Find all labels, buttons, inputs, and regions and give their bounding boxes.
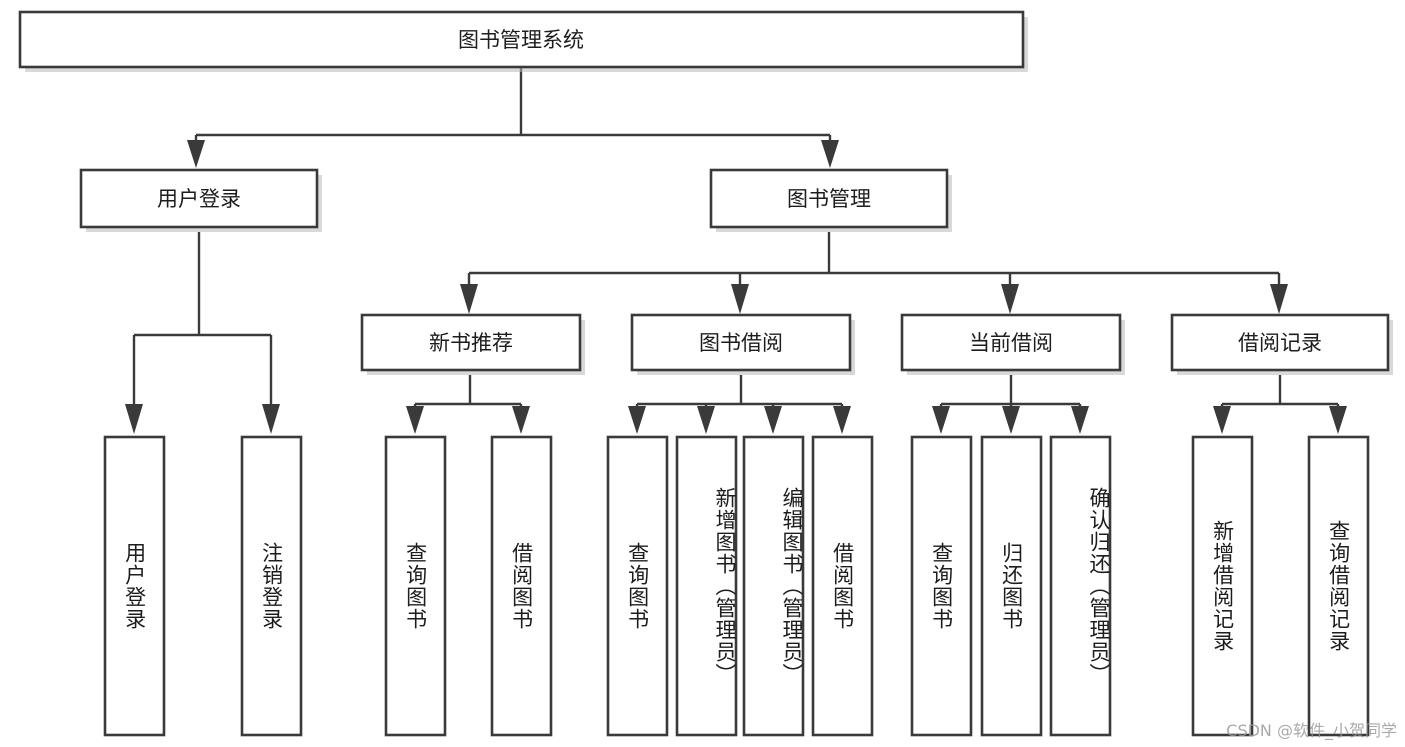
arrow-head-leaf-return-book xyxy=(1002,406,1020,434)
leaf-box-confirm-return[interactable] xyxy=(1049,435,1112,737)
node-book-manage-box[interactable] xyxy=(709,168,949,229)
connector-layer xyxy=(125,67,1347,434)
node-borrow-record[interactable]: 借阅记录 xyxy=(1170,313,1393,375)
leaf-box-query-book-3[interactable] xyxy=(910,435,973,737)
node-book-borrow-box[interactable] xyxy=(630,313,852,372)
arrow-head-leaf-borrow-book-2 xyxy=(833,406,851,434)
node-user-login-label: 用户登录 xyxy=(157,187,241,211)
node-user-login[interactable]: 用户登录 xyxy=(79,168,322,232)
arrow-head-leaf-borrow-book-1 xyxy=(512,406,530,434)
node-root-box[interactable] xyxy=(18,10,1025,69)
leaf-box-query-book-2[interactable] xyxy=(606,435,669,737)
arrow-head-borrow-record xyxy=(1270,284,1288,314)
csdn-watermark: CSDN @软件_小贺同学 xyxy=(1226,721,1397,740)
arrow-head-user-login xyxy=(187,140,205,168)
arrow-head-leaf-add-record xyxy=(1213,406,1231,434)
arrow-head-leaf-logout xyxy=(262,404,280,434)
arrow-head-book-manage xyxy=(821,140,839,168)
node-current-borrow-box[interactable] xyxy=(900,313,1122,372)
node-book-borrow-label: 图书借阅 xyxy=(699,331,783,355)
leaf-box-edit-book[interactable] xyxy=(742,435,805,737)
node-root[interactable]: 图书管理系统 xyxy=(18,10,1028,72)
arrow-head-leaf-confirm-return xyxy=(1071,406,1089,434)
arrow-head-leaf-query-book-2 xyxy=(628,406,646,434)
node-book-manage[interactable]: 图书管理 xyxy=(709,168,952,232)
arrow-head-leaf-query-book-3 xyxy=(932,406,950,434)
leaf-box-add-record[interactable] xyxy=(1191,435,1254,737)
node-new-book-recommend-box[interactable] xyxy=(360,313,582,372)
node-current-borrow[interactable]: 当前借阅 xyxy=(900,313,1125,375)
leaf-box-add-book[interactable] xyxy=(675,435,738,737)
arrow-head-leaf-user-login xyxy=(125,404,143,434)
node-borrow-record-box[interactable] xyxy=(1170,313,1390,372)
node-book-manage-label: 图书管理 xyxy=(787,187,871,211)
arrow-head-current-borrow xyxy=(1001,284,1019,314)
leaf-box-return-book[interactable] xyxy=(980,435,1043,737)
leaf-box-user-login[interactable] xyxy=(103,435,166,737)
arrow-head-leaf-query-book-1 xyxy=(406,406,424,434)
node-root-label: 图书管理系统 xyxy=(458,28,584,52)
leaf-box-query-book-1[interactable] xyxy=(384,435,447,737)
arrow-head-leaf-add-book xyxy=(697,406,715,434)
node-borrow-record-label: 借阅记录 xyxy=(1238,331,1322,355)
node-current-borrow-label: 当前借阅 xyxy=(969,331,1053,355)
arrow-head-book-borrow xyxy=(731,284,749,314)
node-user-login-box[interactable] xyxy=(79,168,319,229)
node-book-borrow[interactable]: 图书借阅 xyxy=(630,313,855,375)
leaf-box-logout[interactable] xyxy=(240,435,303,737)
node-new-book-recommend-label: 新书推荐 xyxy=(429,331,513,355)
arrow-head-leaf-query-record xyxy=(1329,406,1347,434)
leaf-box-borrow-book-1[interactable] xyxy=(490,435,553,737)
arrow-head-leaf-edit-book xyxy=(764,406,782,434)
leaf-box-borrow-book-2[interactable] xyxy=(811,435,874,737)
leaf-box-layer xyxy=(103,435,1370,737)
node-new-book-recommend[interactable]: 新书推荐 xyxy=(360,313,585,375)
leaf-box-query-record[interactable] xyxy=(1307,435,1370,737)
arrow-head-new-book-recommend xyxy=(460,284,478,314)
